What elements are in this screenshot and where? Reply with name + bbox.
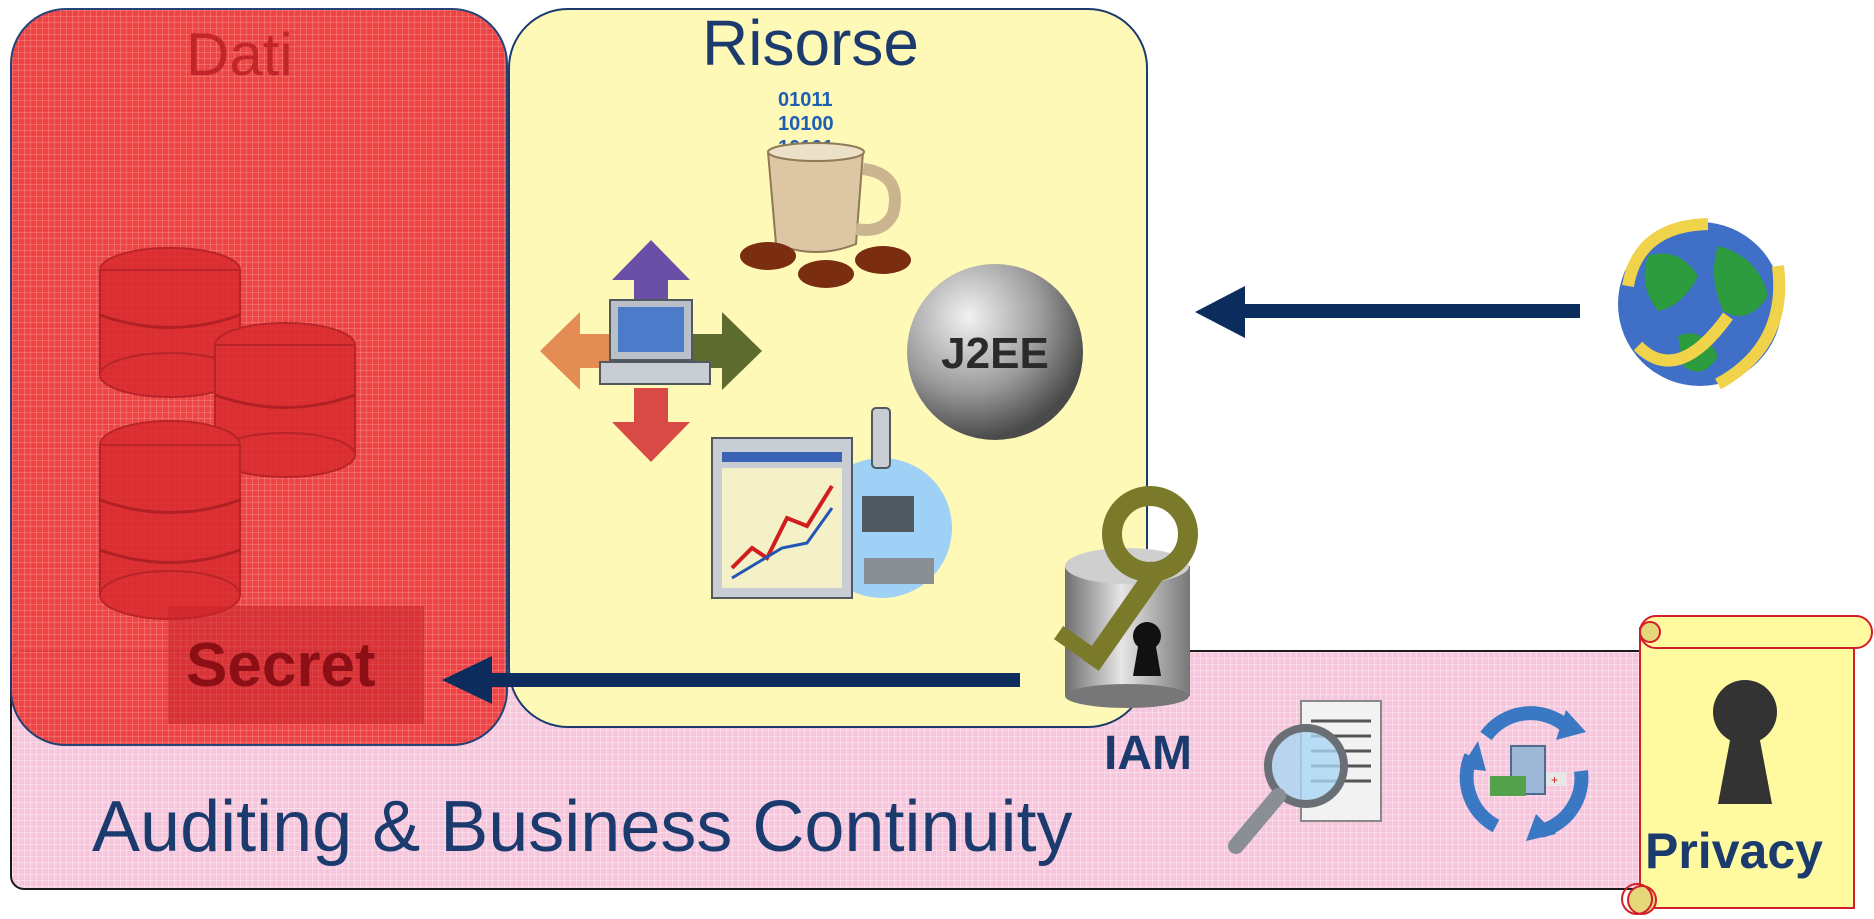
risorse-title: Risorse [702,7,919,79]
network-computer-icon [540,240,762,462]
j2ee-sphere-icon: J2EE [907,264,1083,440]
iam-label: IAM [1104,727,1192,780]
dati-title: Dati [186,21,293,88]
key-lock-icon [1054,486,1198,708]
auditing-title: Auditing & Business Continuity [92,787,1073,867]
secret-label-box [168,606,424,724]
recycle-building-icon: + [1459,706,1589,841]
privacy-scroll [1621,615,1873,915]
iam-to-secret-arrow [442,656,1020,704]
magnifier-document-icon [1228,700,1382,854]
report-devices-icon [711,407,952,599]
privacy-label: Privacy [1645,823,1823,879]
globe-icon [1618,218,1786,390]
globe-to-risorse-arrow [1195,286,1580,338]
coffee-cup-icon: 01011 10100 10101 [740,89,911,288]
binary-line-1: 01011 [778,89,833,111]
binary-line-2: 10100 [778,113,834,135]
svg-text:+: + [1551,773,1558,787]
j2ee-label: J2EE [941,329,1049,378]
keyhole-icon [1713,680,1777,804]
secret-label: Secret [186,631,376,700]
database-stack-icon [99,247,356,620]
